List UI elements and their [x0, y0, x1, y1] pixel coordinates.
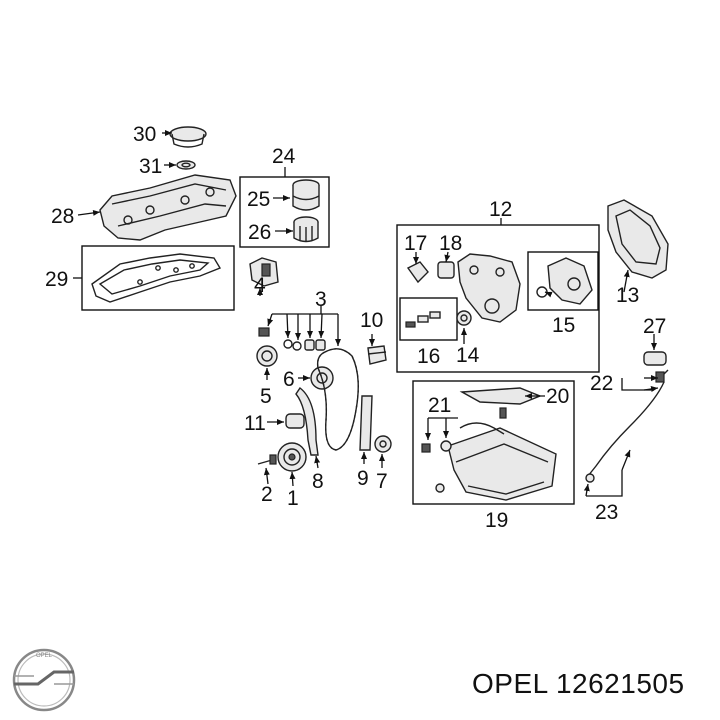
callout-28: 28: [51, 205, 74, 228]
callout-21: 21: [428, 394, 451, 417]
callout-24: 24: [272, 145, 296, 168]
part-5-seal: [256, 345, 278, 367]
part-9-guide: [359, 395, 373, 451]
callout-31: 31: [139, 155, 162, 178]
callout-18: 18: [439, 232, 462, 255]
part-29-gasket-box: [81, 245, 235, 311]
callout-8: 8: [312, 470, 324, 493]
callout-2: 2: [261, 483, 273, 506]
callout-30: 30: [133, 123, 156, 146]
part-number: 12621505: [555, 668, 685, 699]
callout-3: 3: [315, 288, 327, 311]
callout-13: 13: [616, 284, 639, 307]
callout-9: 9: [357, 467, 369, 490]
part-24-box: [239, 167, 330, 248]
callout-1: 1: [287, 487, 299, 510]
part-30-oil-cap: [169, 126, 207, 148]
callout-19: 19: [485, 509, 508, 532]
callout-25: 25: [247, 188, 270, 211]
callout-7: 7: [376, 470, 388, 493]
callout-20: 20: [546, 385, 569, 408]
part-13-cover: [607, 199, 669, 279]
part-1-crank-sprocket: [277, 442, 307, 472]
callout-6: 6: [283, 368, 295, 391]
callout-11: 11: [244, 412, 266, 435]
leader-lines: [73, 130, 659, 497]
callout-15: 15: [552, 314, 575, 337]
part-12-box: [396, 218, 600, 373]
callout-23: 23: [595, 501, 618, 524]
callout-29: 29: [45, 268, 68, 291]
part-31-seal: [176, 160, 196, 170]
part-3-timing-chain: [316, 348, 359, 451]
callout-16: 16: [417, 345, 440, 368]
callout-14: 14: [456, 344, 480, 367]
callout-26: 26: [248, 221, 271, 244]
part-19-oil-pan-box: [412, 380, 575, 505]
part-27-sensor: [643, 351, 667, 366]
callout-5: 5: [260, 385, 272, 408]
part-10-bracket: [367, 345, 387, 365]
part-28-camshaft-cover: [99, 174, 237, 241]
part-3-small-parts: [258, 327, 326, 351]
callout-27: 27: [643, 315, 666, 338]
part-8-guide: [295, 386, 319, 456]
part-2-bolt: [257, 454, 277, 465]
brand-name: OPEL: [472, 668, 548, 699]
callout-10: 10: [360, 309, 383, 332]
callout-labels: 30 31 28 29 24 25 26 4 3 10 5 6 11 2 1 8…: [45, 123, 666, 532]
callout-12: 12: [489, 198, 512, 221]
part-11-tensioner: [285, 413, 305, 429]
opel-logo: OPEL: [12, 648, 76, 712]
callout-4: 4: [254, 274, 266, 297]
part-7-seal: [374, 435, 392, 453]
callout-22: 22: [590, 372, 613, 395]
part-4-bracket: [249, 257, 279, 287]
part-caption: OPEL 12621505: [472, 668, 685, 700]
opel-logo-text: OPEL: [36, 653, 53, 659]
callout-17: 17: [404, 232, 427, 255]
